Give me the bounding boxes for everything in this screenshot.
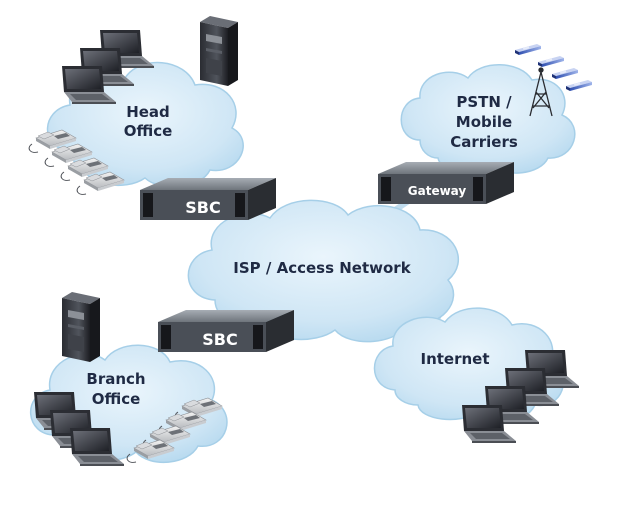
sbc-top-label: SBC — [185, 198, 220, 217]
head-office-server-icon — [200, 16, 238, 86]
isp-label: ISP / Access Network — [233, 259, 411, 277]
gateway-label: Gateway — [408, 184, 467, 198]
sbc-top-device: SBC — [140, 178, 276, 220]
pstn-label-line2: Mobile — [456, 113, 512, 131]
head-office-label-line2: Office — [124, 122, 173, 140]
sbc-bottom-device: SBC — [158, 310, 294, 352]
pstn-label-line1: PSTN / — [456, 93, 512, 111]
sbc-bottom-label: SBC — [202, 330, 237, 349]
pstn-cloud: PSTN / Mobile Carriers — [400, 64, 576, 174]
branch-office-label-line2: Office — [92, 390, 141, 408]
head-office-label-line1: Head — [126, 103, 170, 121]
internet-label: Internet — [420, 350, 489, 368]
pstn-label-line3: Carriers — [450, 133, 518, 151]
gateway-device: Gateway — [378, 162, 514, 204]
isp-cloud: ISP / Access Network — [187, 199, 459, 343]
branch-office-label-line1: Branch — [86, 370, 145, 388]
branch-office-server-icon — [62, 292, 100, 362]
cell-tower-icon — [529, 67, 553, 117]
